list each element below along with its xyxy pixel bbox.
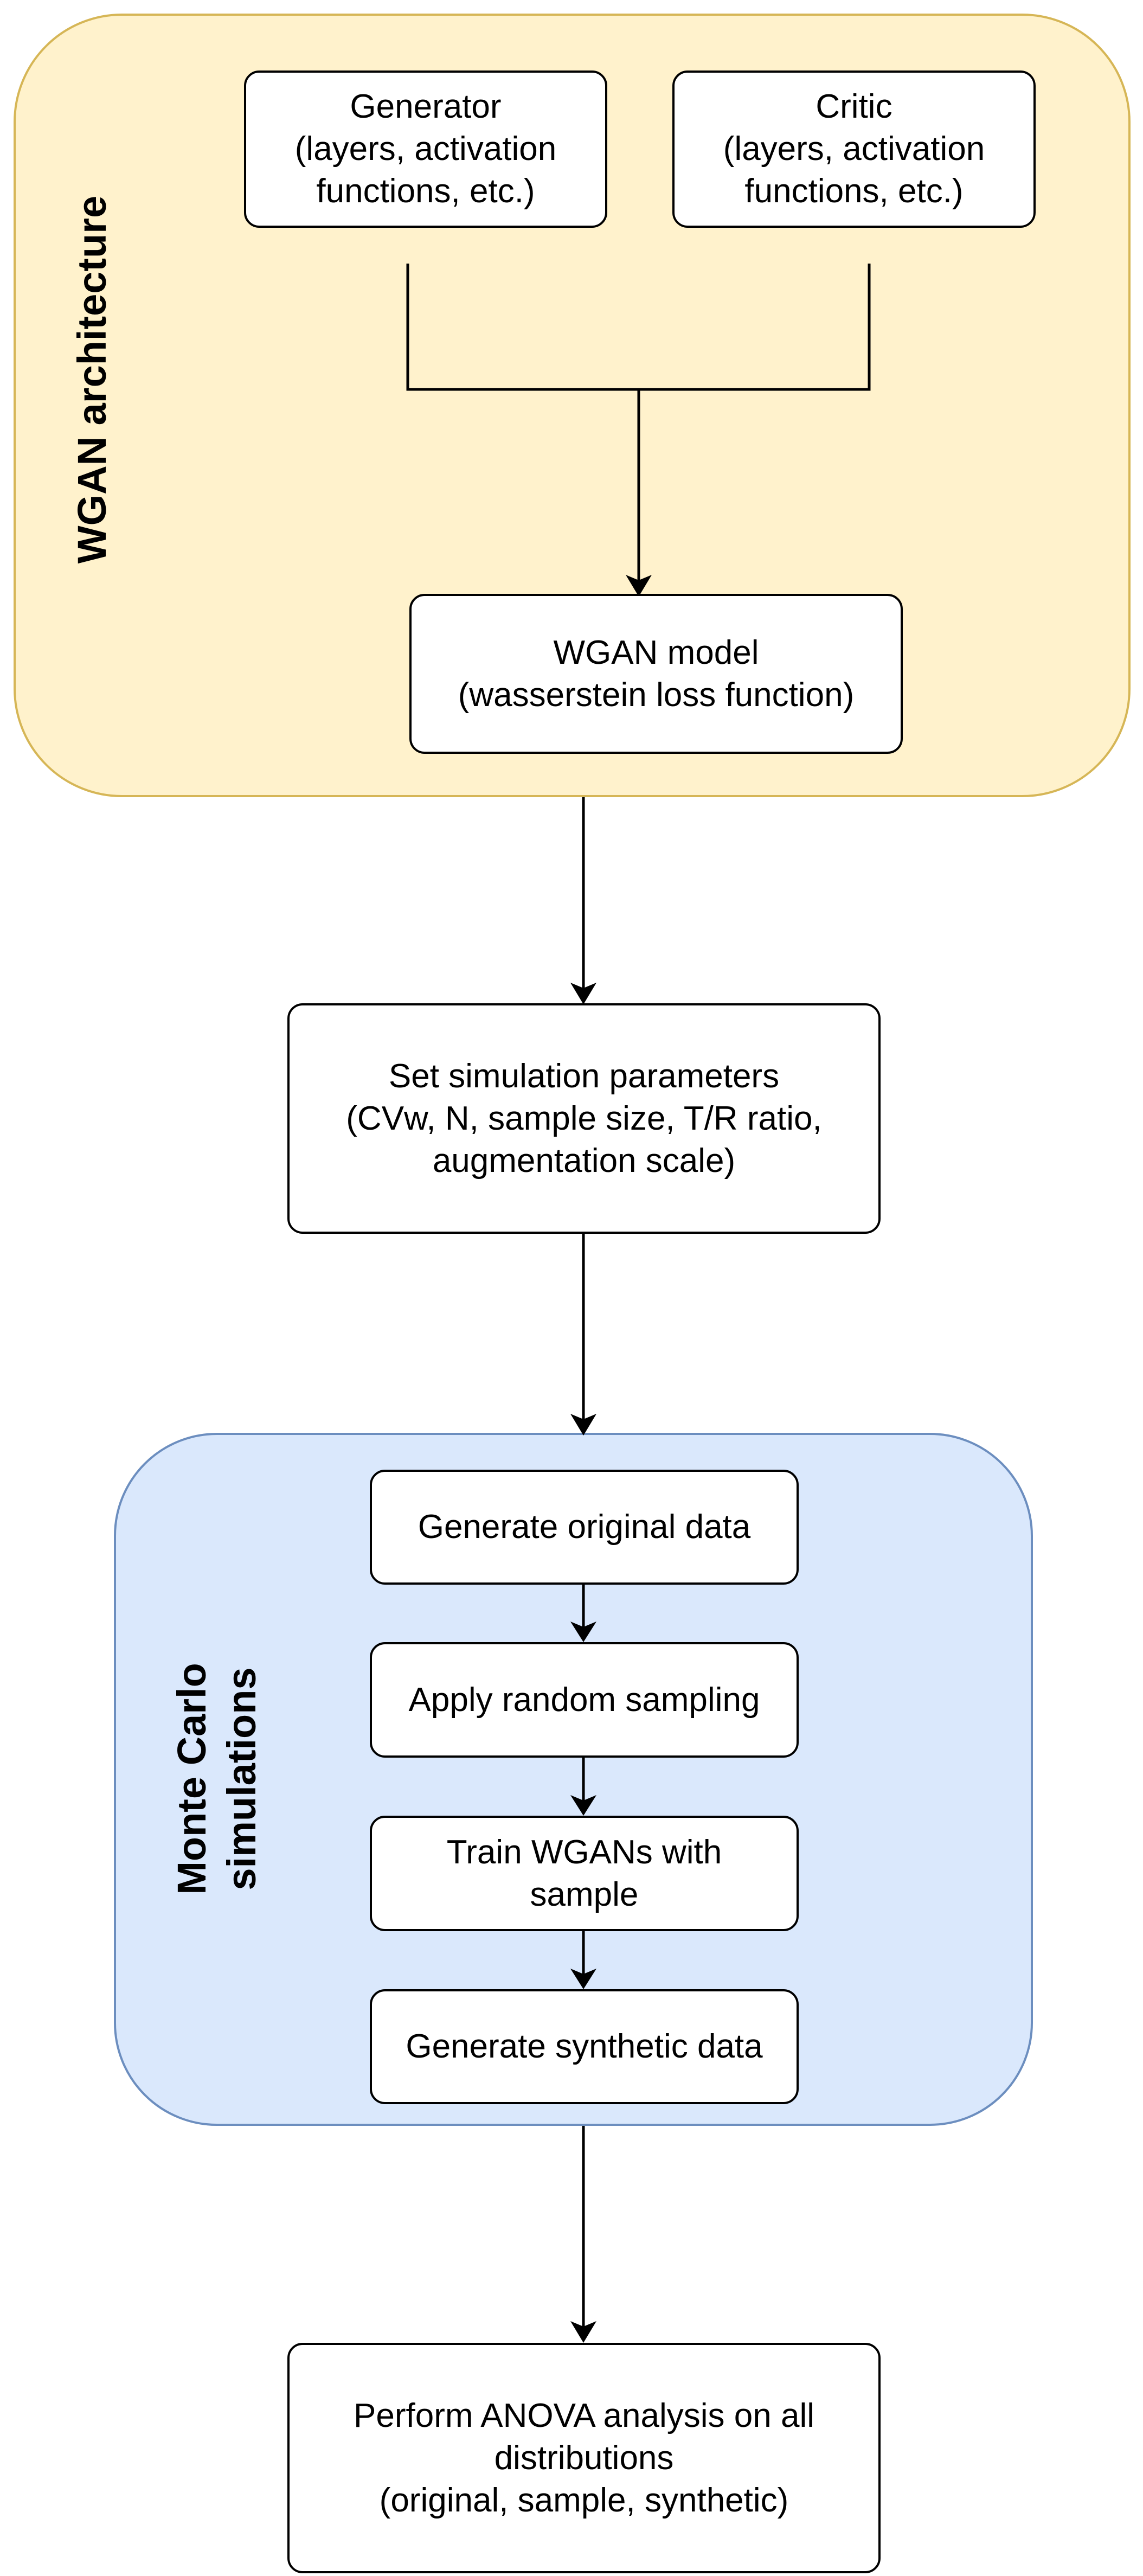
arrowhead-anova bbox=[570, 2321, 596, 2343]
arrowhead-random-sampling bbox=[570, 1622, 596, 1642]
set-simulation-parameters-text: Set simulation parameters (CVw, N, sampl… bbox=[346, 1057, 822, 1180]
generate-original-data-node: Generate original data bbox=[370, 1470, 799, 1585]
generator-connector bbox=[406, 264, 639, 391]
arrowhead-generate-synthetic bbox=[570, 1969, 596, 1989]
anova-analysis-text: Perform ANOVA analysis on all distributi… bbox=[354, 2396, 814, 2519]
generate-synthetic-data-node: Generate synthetic data bbox=[370, 1989, 799, 2104]
arrowhead-wgan-model bbox=[626, 575, 652, 597]
critic-connector bbox=[639, 264, 871, 391]
train-wgans-text: Train WGANs with sample bbox=[446, 1833, 722, 1913]
wgan-model-text: WGAN model (wasserstein loss function) bbox=[458, 633, 855, 714]
critic-text: Critic (layers, activation functions, et… bbox=[723, 88, 985, 210]
generator-text: Generator (layers, activation functions,… bbox=[294, 88, 557, 210]
apply-random-sampling-node: Apply random sampling bbox=[370, 1642, 799, 1758]
apply-random-sampling-text: Apply random sampling bbox=[408, 1681, 760, 1719]
set-simulation-parameters-node: Set simulation parameters (CVw, N, sampl… bbox=[287, 1003, 881, 1234]
wgan-model-node: WGAN model (wasserstein loss function) bbox=[409, 594, 903, 754]
generator-node: Generator (layers, activation functions,… bbox=[244, 71, 607, 228]
arrowhead-train-wgans bbox=[570, 1795, 596, 1816]
critic-node: Critic (layers, activation functions, et… bbox=[672, 71, 1036, 228]
train-wgans-node: Train WGANs with sample bbox=[370, 1816, 799, 1931]
generate-original-data-text: Generate original data bbox=[418, 1508, 751, 1546]
arrowhead-set-params bbox=[570, 983, 596, 1004]
anova-analysis-node: Perform ANOVA analysis on all distributi… bbox=[287, 2343, 881, 2573]
generate-synthetic-data-text: Generate synthetic data bbox=[406, 2028, 763, 2065]
arrowhead-monte-carlo bbox=[570, 1414, 596, 1436]
